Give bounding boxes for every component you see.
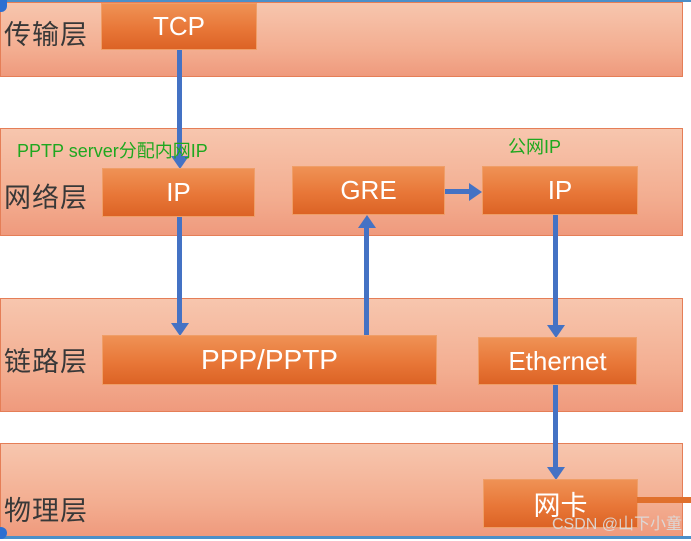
- arrow-down-icon: [171, 156, 189, 169]
- arrow-down-icon: [171, 323, 189, 336]
- box-ip-outer: IP: [482, 166, 638, 215]
- layer-label-physical: 物理层: [4, 496, 88, 526]
- arrow-down-icon: [547, 325, 565, 338]
- selection-handle-icon: [0, 0, 7, 12]
- layer-label-link: 链路层: [4, 347, 88, 377]
- arrow-down-icon: [547, 467, 565, 480]
- arrow-ip-to-ppp-line: [177, 217, 182, 325]
- layer-label-transport: 传输层: [4, 20, 88, 50]
- arrow-ip-to-ethernet-line: [553, 215, 558, 325]
- arrow-up-icon: [358, 215, 376, 228]
- box-ethernet: Ethernet: [478, 337, 637, 385]
- box-tcp: TCP: [101, 3, 257, 50]
- box-ip-inner: IP: [102, 168, 255, 217]
- arrow-ethernet-to-nic-line: [553, 385, 558, 467]
- arrow-right-icon: [469, 183, 482, 201]
- box-gre: GRE: [292, 166, 445, 215]
- annotation-public-ip: 公网IP: [508, 137, 562, 157]
- frame-line-bottom: [0, 536, 691, 539]
- frame-line-top: [0, 0, 691, 2]
- selection-handle-icon: [0, 527, 7, 539]
- box-ppp-pptp: PPP/PPTP: [102, 335, 437, 385]
- layer-label-network: 网络层: [4, 183, 88, 213]
- watermark: CSDN @山下小童: [551, 516, 682, 533]
- annotation-private-ip: PPTP server分配内网IP: [17, 141, 208, 161]
- box-nic: 网卡: [483, 479, 638, 528]
- arrow-gre-to-ip-line: [445, 189, 472, 194]
- nic-wire-connector: [637, 497, 691, 503]
- arrow-ppp-to-gre-line: [364, 227, 369, 335]
- arrow-tcp-to-ip-line: [177, 50, 182, 158]
